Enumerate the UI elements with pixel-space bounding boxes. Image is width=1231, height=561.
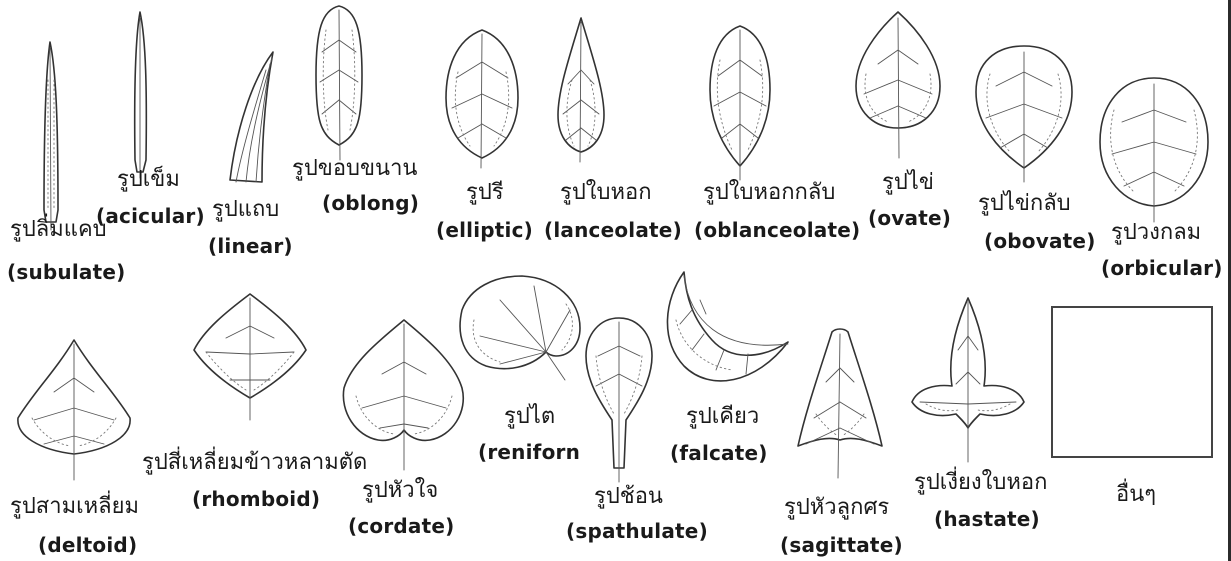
rhomboid-en-label: (rhomboid) [192,489,320,509]
reniform-leaf-drawing [460,276,580,380]
acicular-en-label: (acicular) [96,206,205,226]
deltoid-thai-label: รูปสามเหลี่ยม [10,496,139,518]
spathulate-thai-label: รูปช้อน [594,486,663,508]
hastate-en-label: (hastate) [934,509,1040,529]
lanceolate-thai-label: รูปใบหอก [560,182,652,204]
orbicular-thai-label: รูปวงกลม [1111,222,1201,244]
hastate-leaf-drawing [912,298,1024,462]
cordate-thai-label: รูปหัวใจ [362,480,438,502]
spathulate-leaf-drawing [586,318,652,482]
acicular-thai-label: รูปเข็ม [117,169,180,191]
other-shapes-box [1051,306,1213,458]
linear-thai-label: รูปแถบ [212,199,279,221]
oblong-en-label: (oblong) [322,193,419,213]
other-thai-label: อื่นๆ [1116,484,1156,506]
acicular-leaf-drawing [135,12,147,178]
falcate-leaf-drawing [667,272,788,381]
subulate-leaf-drawing [44,42,58,230]
elliptic-thai-label: รูปรี [466,182,504,204]
oblanceolate-en-label: (oblanceolate) [694,220,860,240]
rhomboid-thai-label: รูปสี่เหลี่ยมข้าวหลามตัด [142,452,367,474]
oblong-leaf-drawing [316,6,362,160]
falcate-thai-label: รูปเคียว [686,406,759,428]
subulate-thai-label: รูปลิ่มแคบ [10,219,107,241]
linear-leaf-drawing [230,52,273,182]
obovate-en-label: (obovate) [984,231,1096,251]
reniform-thai-label: รูปไต [504,406,555,428]
sagittate-leaf-drawing [798,329,882,478]
ovate-thai-label: รูปไข่ [882,172,934,194]
ovate-leaf-drawing [856,12,940,158]
elliptic-en-label: (elliptic) [436,220,533,240]
rhomboid-leaf-drawing [194,294,306,420]
oblanceolate-thai-label: รูปใบหอกกลับ [703,182,835,204]
orbicular-leaf-drawing [1100,78,1208,222]
hastate-thai-label: รูปเงี่ยงใบหอก [914,472,1047,494]
sagittate-en-label: (sagittate) [780,535,903,555]
obovate-leaf-drawing [976,46,1072,182]
cordate-leaf-drawing [343,320,463,470]
cordate-en-label: (cordate) [348,516,454,536]
oblanceolate-leaf-drawing [710,26,770,180]
spathulate-en-label: (spathulate) [566,521,708,541]
sagittate-thai-label: รูปหัวลูกศร [784,497,889,519]
reniform-en-label: (reniforn [478,442,580,462]
linear-en-label: (linear) [208,236,293,256]
ovate-en-label: (ovate) [868,208,951,228]
falcate-en-label: (falcate) [670,443,768,463]
oblong-thai-label: รูปขอบขนาน [292,158,417,180]
orbicular-en-label: (orbicular) [1101,258,1223,278]
deltoid-leaf-drawing [18,340,130,480]
deltoid-en-label: (deltoid) [38,535,137,555]
lanceolate-leaf-drawing [558,18,604,162]
elliptic-leaf-drawing [446,30,518,168]
obovate-thai-label: รูปไข่กลับ [978,193,1071,215]
lanceolate-en-label: (lanceolate) [544,220,682,240]
subulate-en-label: (subulate) [7,262,125,282]
